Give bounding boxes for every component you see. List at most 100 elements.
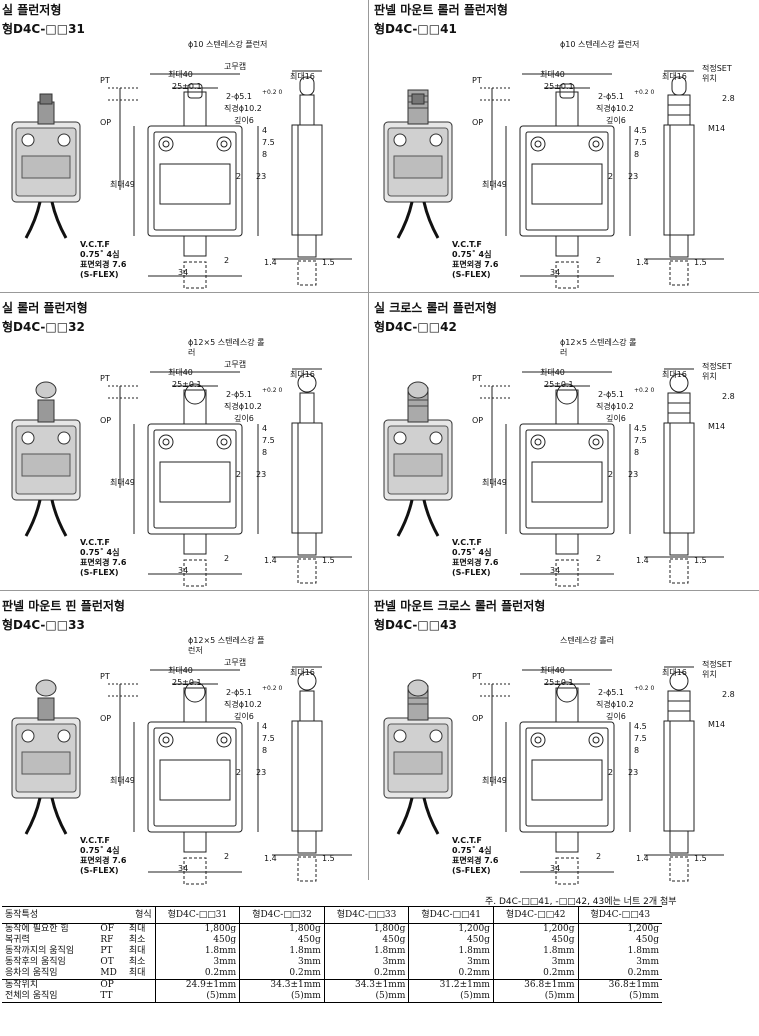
panel-title: 실 플런저형 — [2, 3, 62, 17]
dim-7-5: 7.5 — [634, 436, 647, 445]
table-row: 전체의 움직임 TT (5)mm(5)mm(5)mm(5)mm(5)mm(5)m… — [2, 991, 662, 1003]
dim-7-5: 7.5 — [634, 138, 647, 147]
dim-pt: PT — [472, 76, 482, 85]
dim-1-4: 1.4 — [636, 556, 649, 565]
dim-8: 8 — [262, 150, 268, 159]
switch-photo — [383, 89, 453, 239]
drawing-panel: 실 크로스 롤러 플런저형 형D4C-□□42 — [372, 298, 742, 588]
front-view-drawing — [108, 669, 259, 885]
table-cell: 31.2±1mm — [408, 979, 494, 991]
panel-model: 형D4C-□□42 — [374, 320, 457, 334]
dim-op: OP — [472, 118, 484, 127]
table-cell: (5)mm — [323, 991, 409, 1003]
dim-op: OP — [100, 714, 112, 723]
dim-23: 23 — [256, 172, 267, 181]
dim-2: 2 — [236, 470, 242, 479]
dim-1-4: 1.4 — [264, 258, 277, 267]
actuator-label: ϕ10 스텐레스강 플런저 — [560, 40, 640, 49]
dim-hole-tolerance: +0.2 0 — [634, 387, 655, 394]
dim-1-5: 1.5 — [694, 556, 707, 565]
dim-max16: 최대16 — [290, 668, 315, 677]
side-view-drawing — [272, 368, 352, 584]
dim-2-bottom: 2 — [596, 554, 602, 563]
table-cell: (5)mm — [577, 991, 662, 1003]
dim-diameter: 직경ϕ10.2 — [224, 402, 262, 411]
panel-title: 실 크로스 롤러 플런저형 — [374, 301, 497, 315]
cable-spec-line: (S-FLEX) — [80, 270, 119, 279]
table-cell: 1.8mm — [408, 946, 494, 957]
dim-depth: 깊이6 — [606, 414, 626, 423]
table-cell: (5)mm — [492, 991, 579, 1003]
row-divider-1 — [0, 292, 759, 293]
cable-spec-line: 0.75˚ 4심 — [452, 846, 492, 855]
table-cell: 450g — [408, 935, 494, 946]
cable-spec-line: V.C.T.F — [452, 836, 482, 845]
dim-2: 2 — [608, 768, 614, 777]
row-code: RF — [100, 935, 114, 945]
dim-4: 4 — [262, 424, 268, 433]
cable-spec: V.C.T.F 0.75˚ 4심 표면외경 7.6 (S-FLEX) — [80, 836, 126, 876]
table-cell: 1.8mm — [492, 946, 579, 957]
dim-max40: 최대40 — [168, 70, 193, 79]
cable-spec: V.C.T.F 0.75˚ 4심 표면외경 7.6 (S-FLEX) — [80, 538, 126, 578]
cable-spec-line: V.C.T.F — [80, 836, 110, 845]
dim-hole: 2-ϕ5.1 — [226, 92, 252, 101]
model-header: 형D4C-□□43 — [577, 906, 662, 924]
dim-34: 34 — [550, 268, 561, 277]
table-cell: 0.2mm — [239, 968, 325, 980]
cable-spec-line: 표면외경 7.6 — [452, 856, 499, 865]
model-header: 형D4C-□□33 — [323, 906, 409, 924]
dim-1-4: 1.4 — [264, 854, 277, 863]
row-limit — [125, 991, 156, 1003]
table-cell: 36.8±1mm — [492, 979, 579, 991]
dim-23: 23 — [628, 470, 639, 479]
dim-max16: 최대16 — [662, 370, 687, 379]
dim-pt: PT — [472, 374, 482, 383]
dim-7-5: 7.5 — [634, 734, 647, 743]
front-view-drawing — [108, 371, 259, 587]
dim-hole-tolerance: +0.2 0 — [262, 89, 283, 96]
cap-label: 고무캡 — [224, 658, 247, 667]
model-header: 형D4C-□□31 — [154, 906, 240, 924]
switch-photo — [383, 679, 453, 835]
cable-spec-line: 0.75˚ 4심 — [80, 846, 120, 855]
cable-spec-line: 표면외경 7.6 — [80, 856, 127, 865]
dim-4: 4.5 — [634, 126, 647, 135]
dim-max40: 최대40 — [540, 70, 565, 79]
dim-23: 23 — [256, 470, 267, 479]
cable-spec: V.C.T.F 0.75˚ 4심 표면외경 7.6 (S-FLEX) — [452, 240, 498, 280]
cable-spec-line: (S-FLEX) — [452, 866, 491, 875]
cable-spec: V.C.T.F 0.75˚ 4심 표면외경 7.6 (S-FLEX) — [452, 538, 498, 578]
dim-34: 34 — [178, 864, 189, 873]
cable-spec-line: (S-FLEX) — [452, 568, 491, 577]
table-cell: 3mm — [577, 957, 662, 968]
row-name: 동작에 필요한 힘 — [5, 924, 69, 934]
side-view-drawing — [644, 666, 724, 882]
front-view-drawing — [108, 73, 259, 289]
dim-depth: 깊이6 — [606, 116, 626, 125]
dim-25: 25±0.1 — [172, 380, 202, 389]
table-cell: 34.3±1mm — [323, 979, 409, 991]
nut-note: 주. D4C-□□41, -□□42, 43에는 너트 2개 첨부 — [485, 897, 677, 907]
dim-hole-tolerance: +0.2 0 — [634, 685, 655, 692]
cable-spec: V.C.T.F 0.75˚ 4심 표면외경 7.6 (S-FLEX) — [452, 836, 498, 876]
table-cell: 34.3±1mm — [239, 979, 325, 991]
dim-max49: 최대49 — [110, 776, 135, 785]
table-cell: 1,200g — [492, 923, 579, 935]
dim-depth: 깊이6 — [606, 712, 626, 721]
dim-34: 34 — [550, 566, 561, 575]
switch-photo — [11, 679, 81, 835]
dim-1-4: 1.4 — [636, 854, 649, 863]
row-limit: 최대 — [128, 968, 146, 978]
dim-2-8: 2.8 — [722, 392, 735, 401]
dim-depth: 깊이6 — [234, 414, 254, 423]
dim-7-5: 7.5 — [262, 436, 275, 445]
header-characteristics: 동작특성 — [2, 906, 126, 924]
drawing-panel: 판넬 마운트 롤러 플런저형 형D4C-□□41 — [372, 0, 742, 290]
dim-diameter: 직경ϕ10.2 — [224, 700, 262, 709]
row-name: 동작후의 움직임 — [5, 957, 66, 967]
dim-max40: 최대40 — [168, 666, 193, 675]
panel-model: 형D4C-□□41 — [374, 22, 457, 36]
dim-op: OP — [472, 714, 484, 723]
dim-25: 25±0.1 — [544, 380, 574, 389]
